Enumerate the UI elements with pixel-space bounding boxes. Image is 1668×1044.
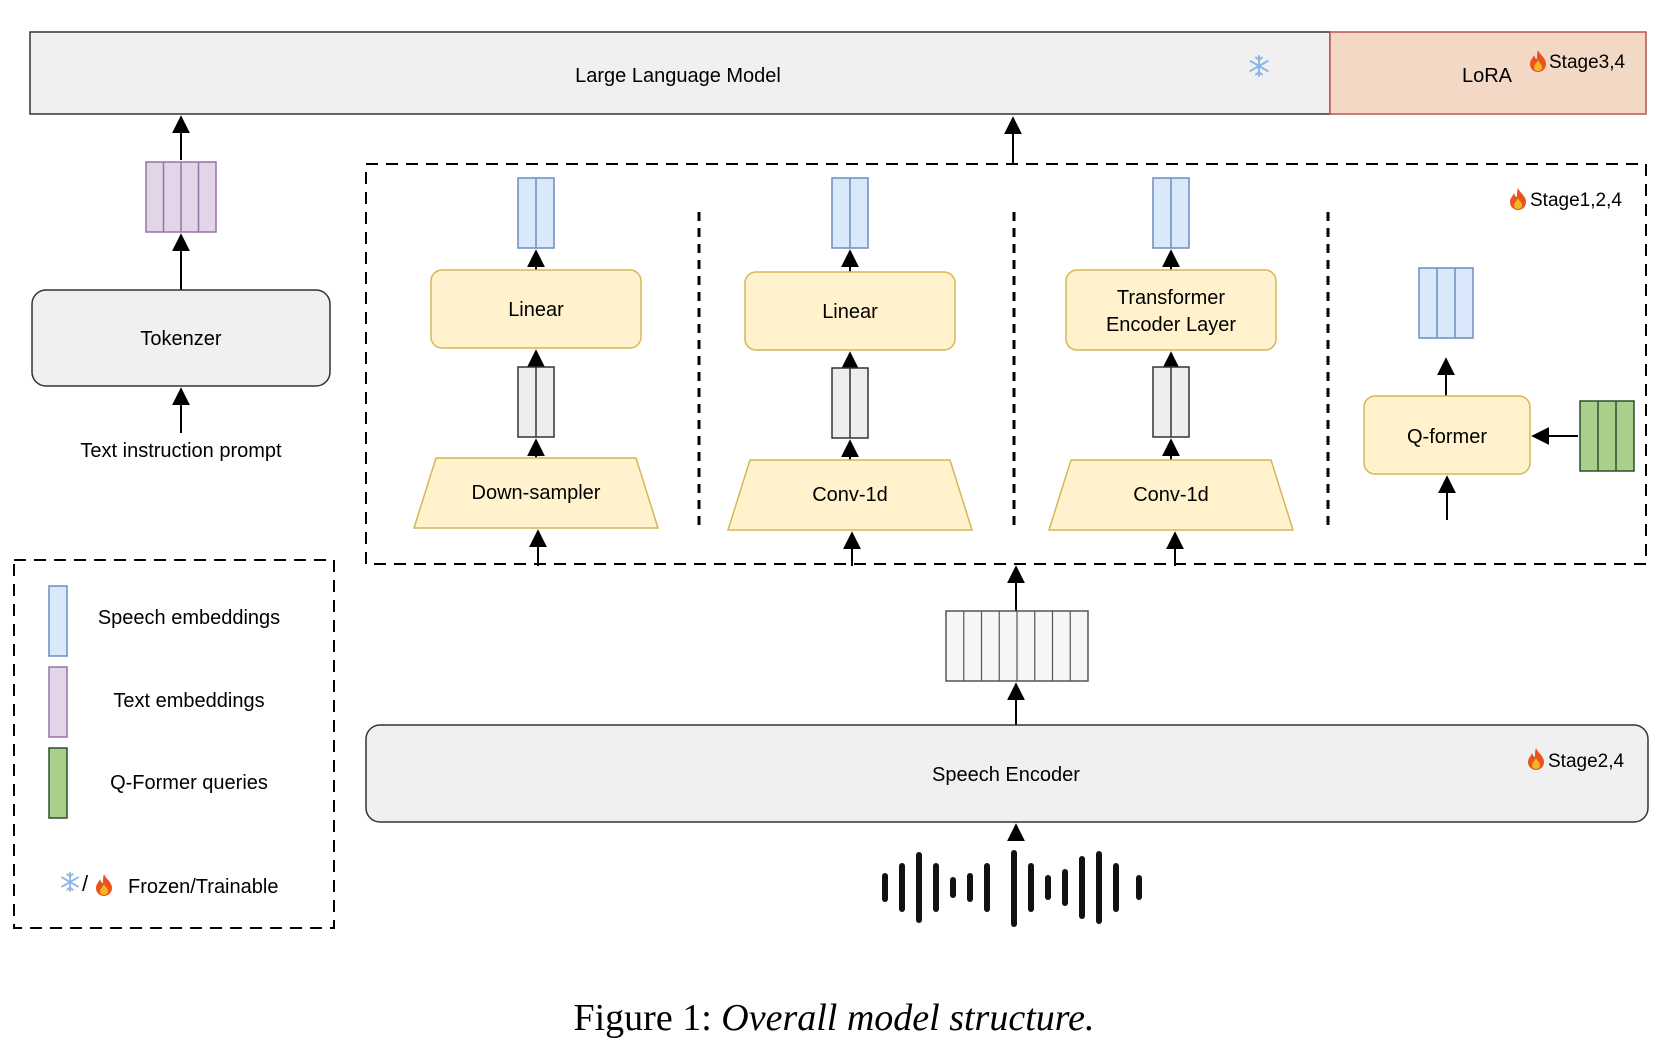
conv1d-label: Conv-1d bbox=[1133, 484, 1209, 506]
adapter-group-stage: Stage1,2,4 bbox=[1530, 190, 1622, 211]
legend-speech-swatch bbox=[48, 585, 68, 657]
text-embedding-tokens bbox=[145, 161, 217, 233]
model-structure-diagram: Large Language Model LoRA Stage3,4 Token… bbox=[13, 31, 1649, 929]
conv1d-label: Conv-1d bbox=[812, 484, 888, 506]
speech-embedding-tokens bbox=[1152, 177, 1190, 249]
speech-encoder-label: Speech Encoder bbox=[932, 764, 1080, 786]
lora-label: LoRA bbox=[1462, 65, 1513, 87]
flame-icon bbox=[96, 874, 112, 896]
legend-text-swatch bbox=[48, 666, 68, 738]
down-sampler-block bbox=[412, 457, 660, 529]
speech-embedding-tokens bbox=[1418, 267, 1474, 339]
legend-speech-label: Speech embeddings bbox=[98, 607, 280, 629]
tokenizer-block bbox=[31, 289, 331, 387]
linear-label: Linear bbox=[508, 299, 564, 321]
intermediate-features bbox=[1152, 366, 1190, 438]
flame-icon bbox=[1510, 188, 1526, 210]
caption-prefix: Figure 1: bbox=[573, 997, 722, 1039]
llm-label: Large Language Model bbox=[575, 65, 781, 87]
speech-feature-frames bbox=[945, 610, 1089, 682]
qformer-query-tokens bbox=[1579, 400, 1635, 472]
legend-text-label: Text embeddings bbox=[113, 690, 264, 712]
q-former-block bbox=[1363, 395, 1531, 475]
intermediate-features bbox=[831, 367, 869, 439]
transformer-label-line2: Encoder Layer bbox=[1106, 314, 1236, 336]
intermediate-features bbox=[517, 366, 555, 438]
snowflake-icon bbox=[61, 871, 79, 893]
tokenizer-label: Tokenzer bbox=[140, 328, 221, 350]
audio-waveform-icon bbox=[882, 850, 1142, 927]
speech-encoder-stage: Stage2,4 bbox=[1548, 751, 1624, 772]
speech-embedding-tokens bbox=[831, 177, 869, 249]
speech-embedding-tokens bbox=[517, 177, 555, 249]
down-sampler-label: Down-sampler bbox=[472, 482, 601, 504]
llm-block bbox=[29, 31, 1331, 115]
caption-title: Overall model structure. bbox=[721, 997, 1095, 1039]
lora-block bbox=[1329, 31, 1647, 115]
legend-slash: / bbox=[82, 871, 89, 896]
transformer-encoder-block bbox=[1065, 269, 1277, 351]
conv1d-block bbox=[726, 459, 974, 531]
legend-frozen-trainable-label: Frozen/Trainable bbox=[128, 876, 278, 898]
speech-encoder-block bbox=[365, 724, 1649, 823]
figure-caption: Figure 1: Overall model structure. bbox=[0, 996, 1668, 1040]
legend-query-label: Q-Former queries bbox=[110, 772, 268, 794]
legend-query-swatch bbox=[48, 747, 68, 819]
adapter-group bbox=[365, 163, 1647, 565]
lora-stage: Stage3,4 bbox=[1549, 52, 1625, 73]
legend-box bbox=[13, 559, 335, 929]
conv1d-block bbox=[1047, 459, 1295, 531]
text-prompt-label: Text instruction prompt bbox=[80, 440, 282, 462]
q-former-label: Q-former bbox=[1407, 426, 1487, 448]
linear-label: Linear bbox=[822, 301, 878, 323]
transformer-label-line1: Transformer bbox=[1117, 287, 1226, 309]
linear-block bbox=[744, 271, 956, 351]
linear-block bbox=[430, 269, 642, 349]
